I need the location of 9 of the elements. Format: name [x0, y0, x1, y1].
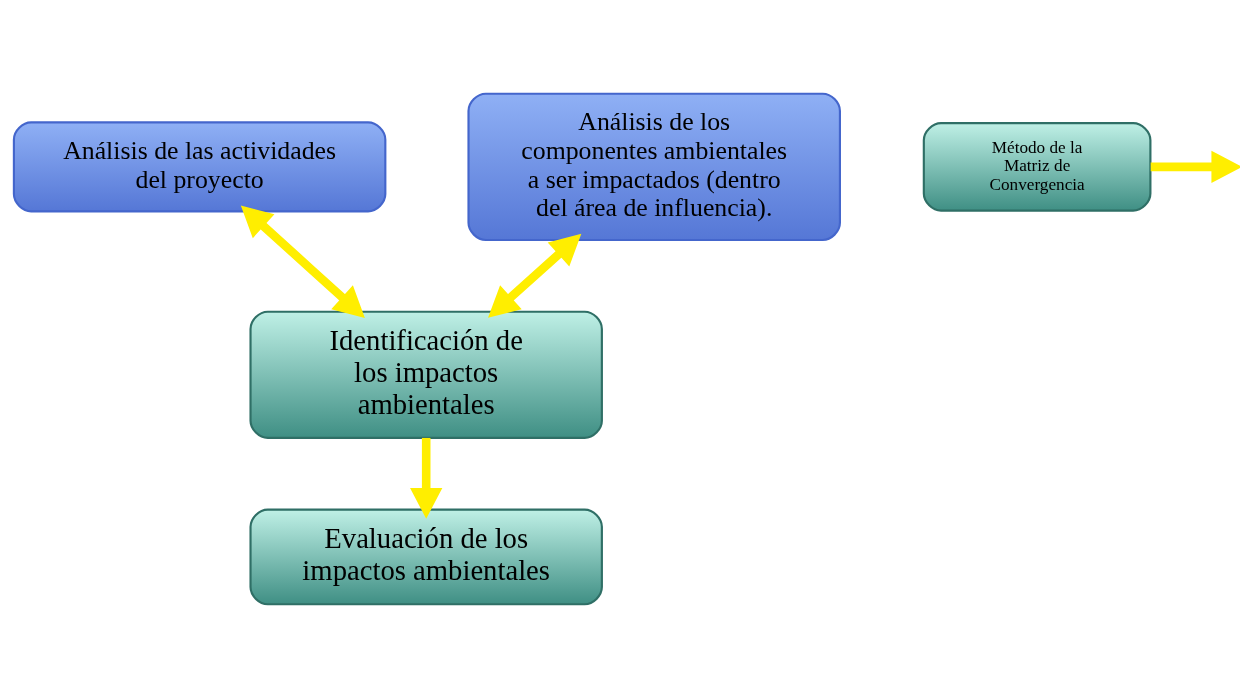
node-box: Identificación de los impactos ambientales: [249, 310, 603, 439]
node-box: Análisis de los componentes ambientales a ser impactados (dentro del área de influencia).: [467, 92, 841, 241]
node-box: Evaluación de los impactos ambientales: [249, 508, 603, 605]
node-box: Análisis de las actividades del proyecto: [12, 120, 387, 212]
arrow: [488, 233, 582, 318]
arrow: [1150, 150, 1240, 183]
node-box: Método de la Matriz de Convergencia: [922, 121, 1152, 212]
arrow: [410, 437, 443, 519]
arrow: [240, 205, 365, 318]
